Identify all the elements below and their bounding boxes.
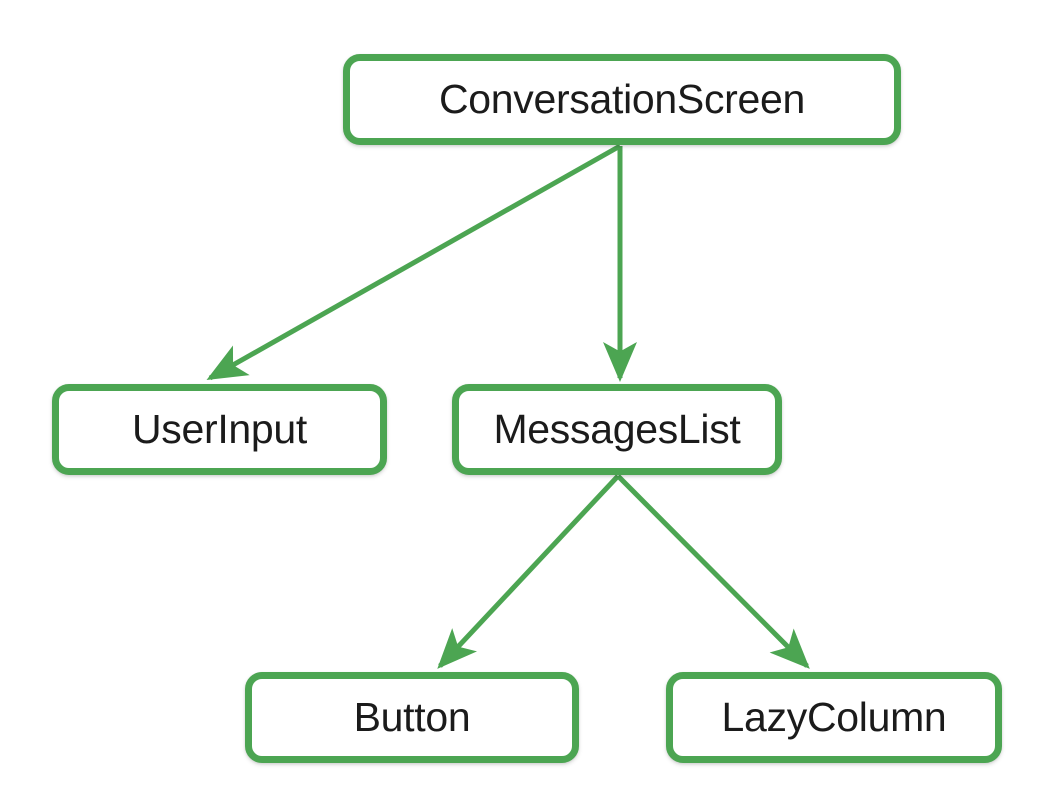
node-label-userinput: UserInput: [131, 406, 308, 452]
edge-messageslist-to-button: [437, 474, 620, 669]
node-button[interactable]: Button: [245, 672, 579, 763]
node-lazycolumn[interactable]: LazyColumn: [666, 672, 1002, 763]
node-messageslist[interactable]: MessagesList: [452, 384, 782, 475]
node-label-lazycolumn: LazyColumn: [721, 694, 947, 740]
edge-conversationscreen-to-userinput: [206, 143, 622, 381]
node-label-conversationscreen: ConversationScreen: [438, 76, 806, 122]
node-label-messageslist: MessagesList: [493, 406, 741, 452]
node-conversationscreen[interactable]: ConversationScreen: [343, 54, 901, 145]
node-userinput[interactable]: UserInput: [52, 384, 387, 475]
node-label-button: Button: [353, 694, 471, 740]
edge-messageslist-to-lazycolumn: [616, 474, 810, 669]
